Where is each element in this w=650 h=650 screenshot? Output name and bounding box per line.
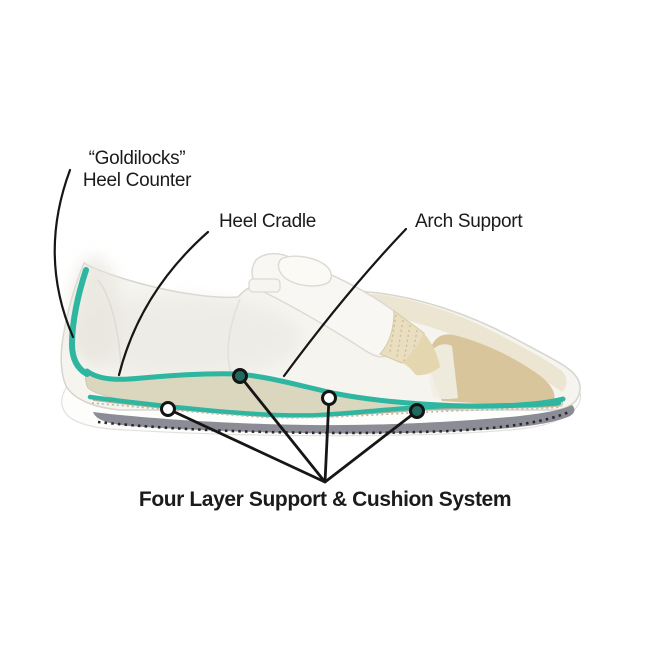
midsole-stitch-dots [91,402,562,419]
strap-fold-tab [277,255,333,287]
layer-dot-4 [409,403,425,419]
label-heel-counter-line2: Heel Counter [82,170,192,191]
arch-support-leader-line [282,227,408,378]
heel-seam [97,279,122,371]
quarter-shading [70,296,300,380]
layer-dot-2 [232,368,248,384]
label-arch-support: Arch Support [415,211,523,232]
layer-dot-3 [321,390,337,406]
heel-cradle-leader-line [117,230,210,377]
outsole-tread-dots [97,409,572,435]
layer-dot-1 [160,401,176,417]
toe-lining-cream [369,294,567,392]
heel-counter-accent-line [68,267,90,377]
strap-end-tail [402,333,440,376]
toe-lining-tan [429,334,555,404]
label-heel-cradle: Heel Cradle [219,211,317,232]
quarter-seam [227,298,241,374]
label-heel-counter-line1: “Goldilocks” [88,148,186,169]
label-four-layer-system: Four Layer Support & Cushion System [138,488,512,511]
collar-tab [248,278,281,293]
four-layer-leader-lines [166,374,419,484]
label-heel-counter: “Goldilocks” Heel Counter [56,148,218,192]
outsole [93,405,575,434]
heel-counter-leader-line [53,168,75,339]
